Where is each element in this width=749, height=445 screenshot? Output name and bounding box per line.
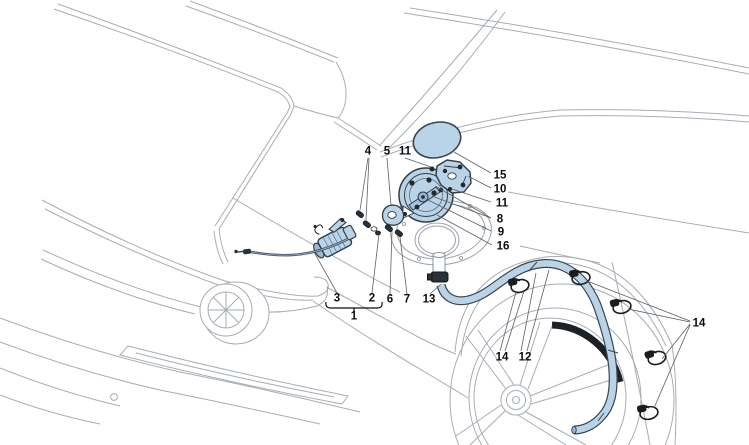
callout-16: 16	[496, 240, 510, 253]
taillight-spokes	[208, 292, 244, 328]
hose-clamp-icon	[609, 298, 632, 315]
hose-clamp-icon	[636, 404, 659, 421]
retaining-bracket	[381, 204, 405, 226]
drain-hose	[427, 259, 619, 435]
callout-15: 15	[493, 169, 507, 182]
callout-2: 2	[368, 292, 376, 305]
release-cable	[234, 237, 349, 257]
cup-screws	[402, 166, 444, 217]
callout-12: 12	[518, 351, 532, 364]
hose-clamp-icon	[644, 350, 667, 366]
callout-9: 9	[497, 226, 505, 239]
callout-4: 4	[364, 145, 372, 158]
release-actuator	[313, 217, 357, 259]
callout-13: 13	[422, 293, 436, 306]
callout-5: 5	[383, 145, 391, 158]
callout-11-right: 11	[495, 197, 509, 210]
hose-neck-clamp	[427, 271, 449, 283]
leader-lines	[313, 151, 691, 409]
callout-6: 6	[386, 293, 394, 306]
callout-1: 1	[350, 310, 358, 323]
callout-14-right: 14	[692, 317, 706, 330]
hose-clamps	[507, 269, 667, 421]
drain-neck	[432, 252, 446, 274]
callout-14-left: 14	[495, 351, 509, 364]
callout-3: 3	[333, 292, 341, 305]
fuel-flap-cover	[412, 121, 462, 159]
car-body-outline	[0, 0, 749, 425]
callout-11-top: 11	[398, 145, 412, 158]
callout-10: 10	[493, 183, 507, 196]
hinge-bracket	[435, 159, 472, 194]
callout-7: 7	[403, 293, 411, 306]
hose-clamp-icon	[507, 277, 530, 294]
callout-8: 8	[496, 213, 504, 226]
taillight	[199, 281, 270, 345]
filler-recess-panel	[389, 199, 492, 274]
small-fasteners	[355, 210, 403, 237]
